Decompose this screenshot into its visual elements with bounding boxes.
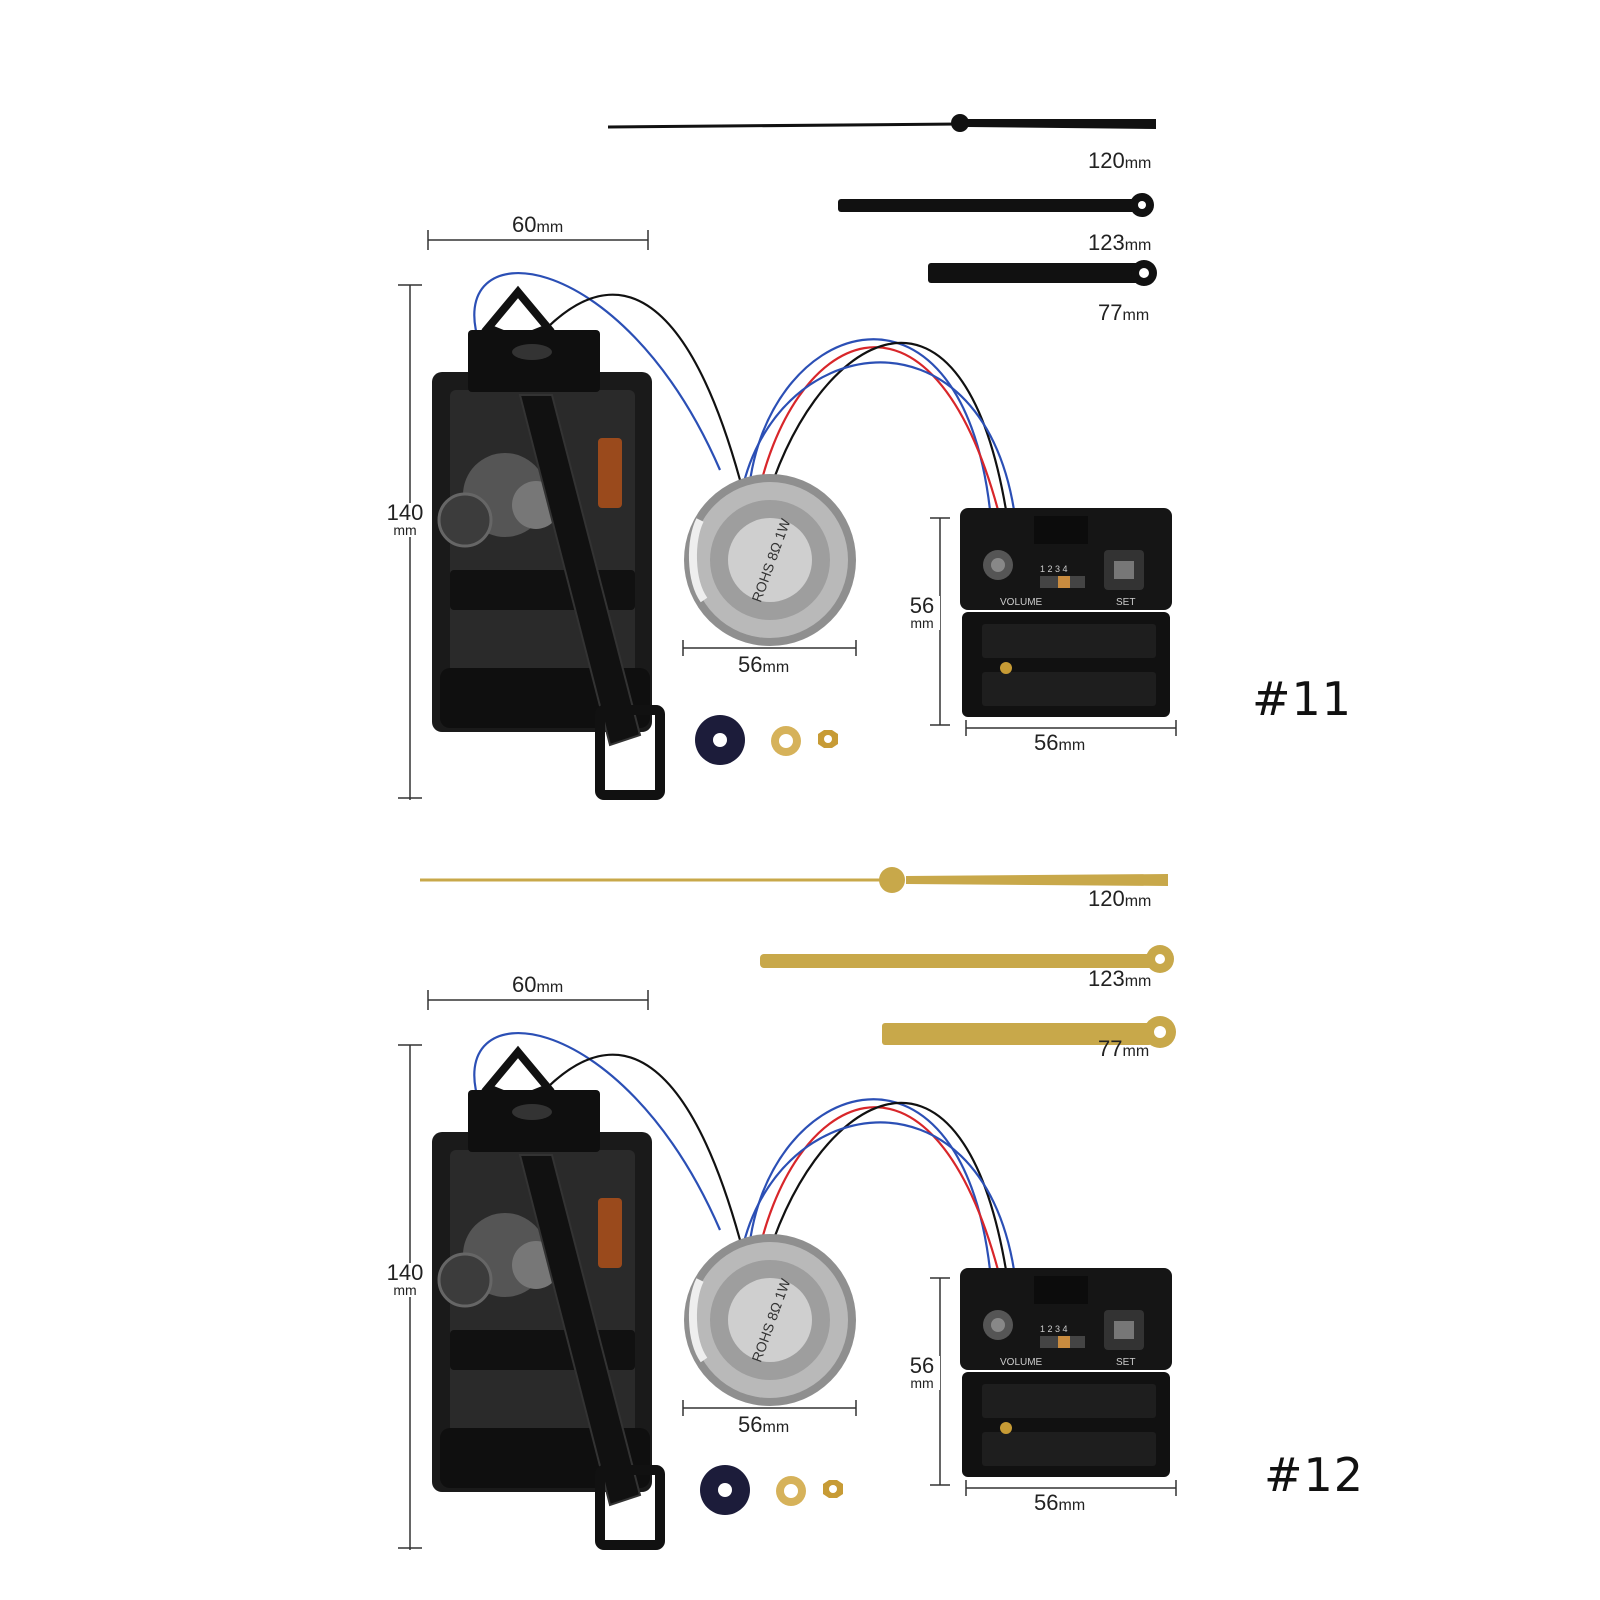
control-box-width-label: 56mm xyxy=(1034,1490,1086,1515)
second-hand-length: 120mm xyxy=(1088,148,1152,173)
speaker: ROHS 8Ω 1W xyxy=(684,474,856,646)
hardware-parts xyxy=(700,1465,843,1515)
speaker-diameter-label: 56mm xyxy=(738,652,790,677)
control-box-width-label: 56mm xyxy=(1034,730,1086,755)
product-panel-12: ROHS 8Ω 1W VOLUME SET 1 2 3 4 120mm 123m… xyxy=(0,760,1600,1560)
minute-hand xyxy=(760,945,1174,973)
control-box: VOLUME SET 1 2 3 4 xyxy=(960,1268,1172,1477)
variant-label: #12 xyxy=(1264,1448,1365,1502)
product-panel-11: ROHS 8Ω 1W VOLUME SET 1 2 3 4 120mm 123m… xyxy=(380,114,1353,800)
switch-label: 1 2 3 4 xyxy=(1040,564,1068,574)
clock-kit-illustration: ROHS 8Ω 1W VOLUME SET 1 2 3 4 xyxy=(398,114,1177,800)
speaker: ROHS 8Ω 1W xyxy=(684,1234,856,1406)
set-label: SET xyxy=(1116,1357,1135,1368)
movement-width-label: 60mm xyxy=(512,212,564,237)
hour-hand-length: 77mm xyxy=(1098,300,1150,325)
variant-label: #11 xyxy=(1252,672,1353,726)
movement-width-label: 60mm xyxy=(512,972,564,997)
minute-hand xyxy=(838,193,1154,217)
speaker-diameter-label: 56mm xyxy=(738,1412,790,1437)
control-box: VOLUME SET 1 2 3 4 xyxy=(960,508,1172,717)
hour-hand xyxy=(928,260,1157,286)
wires xyxy=(473,272,1016,511)
clock-kit-illustration: ROHS 8Ω 1W VOLUME SET 1 2 3 4 xyxy=(398,867,1177,1550)
dimension-lines xyxy=(398,990,1177,1550)
hardware-parts xyxy=(695,715,838,765)
volume-label: VOLUME xyxy=(1000,1357,1043,1368)
pendulum-movement xyxy=(432,1045,665,1550)
minute-hand-length: 123mm xyxy=(1088,966,1152,991)
switch-label: 1 2 3 4 xyxy=(1040,1324,1068,1334)
minute-hand-length: 123mm xyxy=(1088,230,1152,255)
second-hand xyxy=(607,114,1156,132)
dimension-lines xyxy=(398,230,1177,800)
pendulum-movement xyxy=(432,285,665,800)
set-label: SET xyxy=(1116,597,1135,608)
wires xyxy=(473,1032,1016,1271)
hour-hand-length: 77mm xyxy=(1098,1036,1150,1061)
hour-hand xyxy=(882,1016,1176,1048)
second-hand-length: 120mm xyxy=(1088,886,1152,911)
volume-label: VOLUME xyxy=(1000,597,1043,608)
second-hand xyxy=(420,867,1168,893)
